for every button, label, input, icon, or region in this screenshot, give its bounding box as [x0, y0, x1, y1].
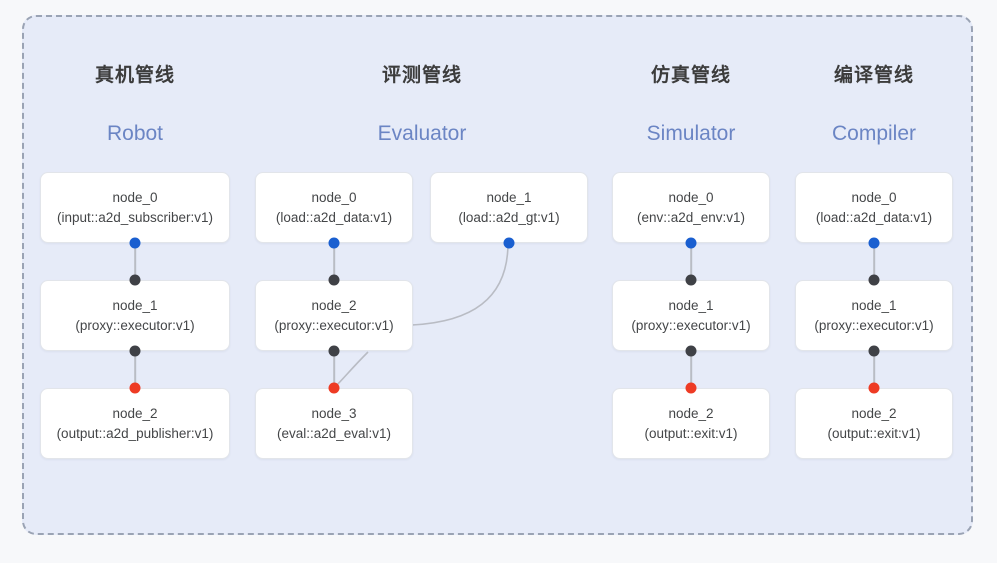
- node-simulator-1[interactable]: node_1 (proxy::executor:v1): [612, 280, 770, 351]
- node-evaluator-0[interactable]: node_0 (load::a2d_data:v1): [255, 172, 413, 243]
- edge-robot-0-1: [134, 243, 136, 280]
- node-type: (proxy::executor:v1): [814, 317, 934, 333]
- node-compiler-2[interactable]: node_2 (output::exit:v1): [795, 388, 953, 459]
- node-name: node_0: [851, 189, 897, 205]
- node-type: (load::a2d_data:v1): [275, 209, 393, 225]
- node-type: (input::a2d_subscriber:v1): [56, 209, 214, 225]
- port-output-evaluator-2[interactable]: [328, 345, 340, 357]
- node-name: node_2: [668, 405, 714, 421]
- column-title-en-simulator: Simulator: [646, 122, 736, 145]
- port-input-simulator-1[interactable]: [685, 274, 697, 286]
- node-type: (output::a2d_publisher:v1): [56, 425, 214, 441]
- node-compiler-1[interactable]: node_1 (proxy::executor:v1): [795, 280, 953, 351]
- node-name: node_2: [112, 405, 158, 421]
- column-title-cn-compiler: 编译管线: [833, 65, 914, 86]
- node-name: node_0: [112, 189, 158, 205]
- node-type: (eval::a2d_eval:v1): [276, 425, 392, 441]
- node-evaluator-2[interactable]: node_2 (proxy::executor:v1): [255, 280, 413, 351]
- node-evaluator-gt[interactable]: node_1 (load::a2d_gt:v1): [430, 172, 588, 243]
- node-simulator-2[interactable]: node_2 (output::exit:v1): [612, 388, 770, 459]
- node-robot-2[interactable]: node_2 (output::a2d_publisher:v1): [40, 388, 230, 459]
- node-type: (output::exit:v1): [827, 425, 921, 441]
- edge-robot-1-2: [134, 351, 136, 388]
- node-name: node_1: [112, 297, 158, 313]
- node-type: (output::exit:v1): [644, 425, 738, 441]
- port-input-compiler-1[interactable]: [868, 274, 880, 286]
- column-title-en-evaluator: Evaluator: [377, 122, 467, 145]
- edge-simulator-0-1: [690, 243, 692, 280]
- port-output-evaluator-0[interactable]: [328, 237, 340, 249]
- node-name: node_2: [851, 405, 897, 421]
- edge-compiler-0-1: [873, 243, 875, 280]
- node-type: (load::a2d_data:v1): [815, 209, 933, 225]
- node-type: (load::a2d_gt:v1): [458, 209, 560, 225]
- node-type: (proxy::executor:v1): [274, 317, 394, 333]
- node-evaluator-3[interactable]: node_3 (eval::a2d_eval:v1): [255, 388, 413, 459]
- node-robot-0[interactable]: node_0 (input::a2d_subscriber:v1): [40, 172, 230, 243]
- node-name: node_1: [486, 189, 532, 205]
- port-output-evaluator-gt[interactable]: [503, 237, 515, 249]
- column-title-cn-evaluator: 评测管线: [381, 65, 462, 86]
- node-name: node_0: [668, 189, 714, 205]
- column-title-en-robot: Robot: [106, 122, 164, 145]
- edge-evaluator-0-2: [333, 243, 335, 280]
- port-output-compiler-0[interactable]: [868, 237, 880, 249]
- node-robot-1[interactable]: node_1 (proxy::executor:v1): [40, 280, 230, 351]
- node-name: node_1: [668, 297, 714, 313]
- port-output-compiler-1[interactable]: [868, 345, 880, 357]
- edge-simulator-1-2: [690, 351, 692, 388]
- column-title-en-compiler: Compiler: [831, 122, 917, 145]
- port-output-simulator-0[interactable]: [685, 237, 697, 249]
- node-name: node_2: [311, 297, 357, 313]
- node-compiler-0[interactable]: node_0 (load::a2d_data:v1): [795, 172, 953, 243]
- node-name: node_0: [311, 189, 357, 205]
- edge-compiler-1-2: [873, 351, 875, 388]
- port-input-evaluator-3[interactable]: [328, 382, 340, 394]
- port-input-robot-1[interactable]: [129, 274, 141, 286]
- port-input-compiler-2[interactable]: [868, 382, 880, 394]
- node-name: node_1: [851, 297, 897, 313]
- port-output-simulator-1[interactable]: [685, 345, 697, 357]
- port-input-simulator-2[interactable]: [685, 382, 697, 394]
- port-output-robot-1[interactable]: [129, 345, 141, 357]
- column-title-cn-robot: 真机管线: [94, 65, 175, 86]
- column-title-cn-simulator: 仿真管线: [650, 65, 731, 86]
- port-input-robot-2[interactable]: [129, 382, 141, 394]
- node-type: (proxy::executor:v1): [631, 317, 751, 333]
- port-output-robot-0[interactable]: [129, 237, 141, 249]
- node-simulator-0[interactable]: node_0 (env::a2d_env:v1): [612, 172, 770, 243]
- node-type: (proxy::executor:v1): [75, 317, 195, 333]
- node-type: (env::a2d_env:v1): [636, 209, 746, 225]
- port-input-evaluator-2[interactable]: [328, 274, 340, 286]
- node-name: node_3: [311, 405, 357, 421]
